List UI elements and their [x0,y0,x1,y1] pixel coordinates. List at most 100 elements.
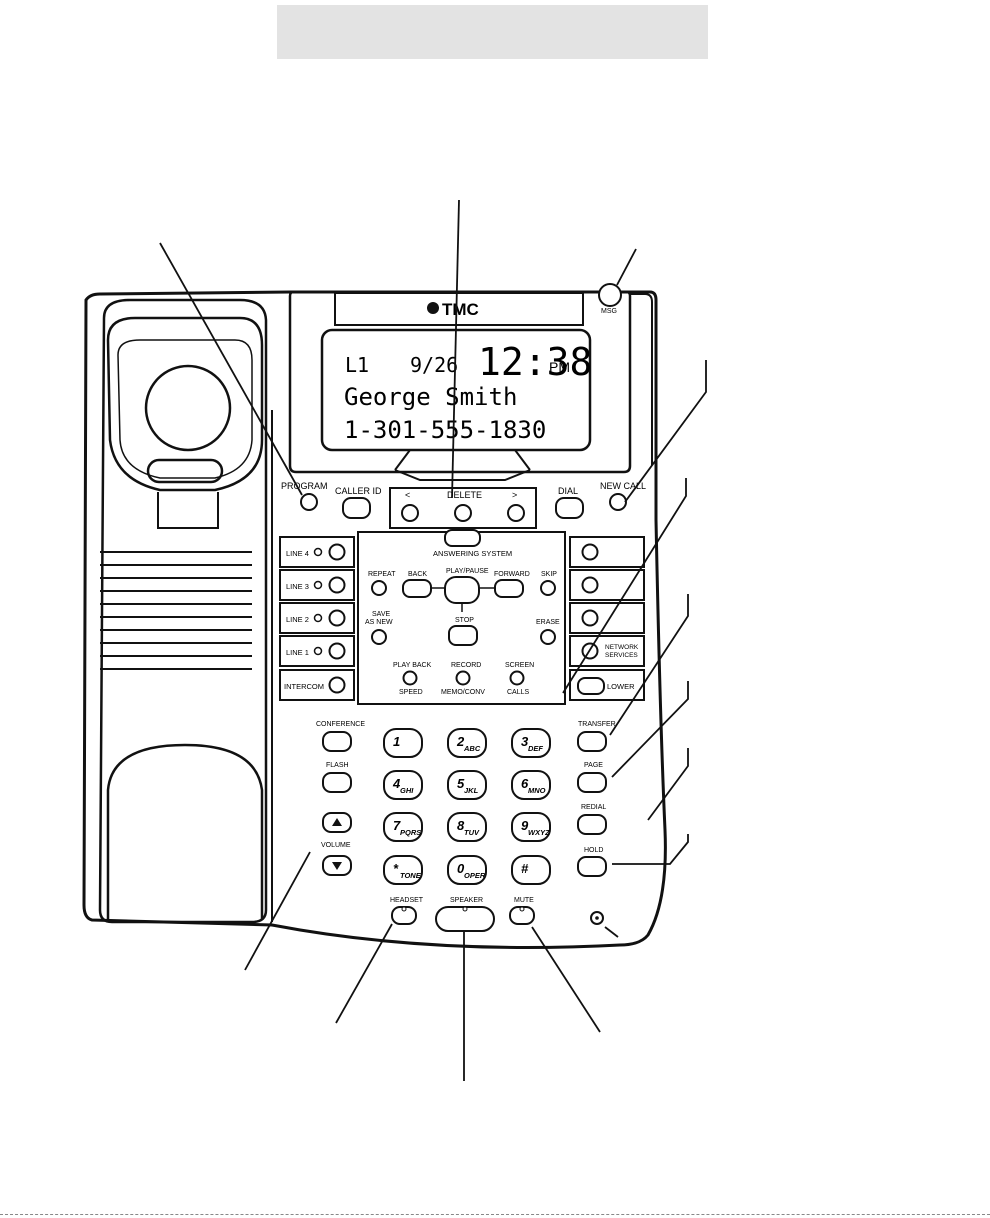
keypad-digit: # [521,861,529,876]
hold-label: HOLD [584,847,603,854]
page-label: PAGE [584,762,603,769]
stop-button[interactable] [448,625,478,646]
earpiece-slot [146,458,224,484]
phone-base-outline [82,290,667,949]
earpiece-speaker [144,364,232,452]
screen-calls-label-bottom: CALLS [507,689,530,696]
screen-calls-label-top: SCREEN [505,662,534,669]
playback-speed-button[interactable] [402,670,418,686]
intercom-button[interactable] [328,676,346,694]
caller-id-label: CALLER ID [335,486,382,496]
keypad-key-button[interactable] [447,770,487,800]
keypad-key-button[interactable] [447,812,487,842]
feature-key-3-button[interactable] [581,609,599,627]
conference-button[interactable] [322,731,352,752]
line-2-label: LINE 2 [286,615,309,624]
keypad-key-button[interactable] [383,770,423,800]
mute-led-icon [519,906,525,912]
lcd-date: 9/26 [410,353,458,377]
flash-button[interactable] [322,772,352,793]
lcd-caller-name: George Smith [344,383,517,411]
intercom-label: INTERCOM [284,682,324,691]
keypad-digit: 6 [521,776,529,791]
keypad-key-button[interactable] [511,855,551,885]
new-call-label: NEW CALL [600,481,646,491]
feature-key-2-button[interactable] [581,576,599,594]
lcd-ampm: PM [549,359,570,375]
forward-button[interactable] [494,579,524,598]
keypad-letters: JKL [464,786,479,795]
tmc-logo-icon [427,302,439,314]
save-as-new-button[interactable] [371,629,387,645]
display-brand-strip [334,292,584,326]
delete-panel [389,487,537,529]
keypad-letters: TUV [464,828,480,837]
handset-earpiece [106,316,264,492]
line-3-button[interactable] [328,576,346,594]
transfer-button[interactable] [577,731,607,752]
lower-button[interactable] [577,677,605,695]
leader-lines [159,199,707,1081]
page-bottom-rule [0,1214,990,1215]
keypad-letters: GHI [400,786,414,795]
keypad-key-button[interactable] [383,728,423,758]
erase-label: ERASE [536,619,560,626]
page-button[interactable] [577,772,607,793]
line-1-button[interactable] [328,642,346,660]
handset-neck [157,492,219,529]
network-services-label-1: NETWORK [605,644,639,651]
line-4-button[interactable] [328,543,346,561]
delete-label: DELETE [447,490,482,500]
line-2-button[interactable] [328,609,346,627]
redial-button[interactable] [577,814,607,835]
screen-calls-button[interactable] [509,670,525,686]
caller-id-button[interactable] [342,497,371,519]
delete-button[interactable] [454,504,472,522]
back-button[interactable] [402,579,432,598]
forward-label: FORWARD [494,571,530,578]
line-4-label: LINE 4 [286,549,309,558]
save-as-new-label-2: AS NEW [365,619,393,626]
answering-system-button[interactable] [444,529,481,547]
dial-button[interactable] [555,497,584,519]
keypad-key-button[interactable] [447,855,487,885]
display-brand: TMC [442,300,479,319]
line-led-icons [313,547,323,656]
keypad-digit: 8 [457,818,465,833]
flash-label: FLASH [326,762,349,769]
keypad-key-button[interactable] [511,812,551,842]
speaker-label: SPEAKER [450,897,483,904]
keypad-digit: 5 [457,776,465,791]
feature-key-1-button[interactable] [581,543,599,561]
volume-label: VOLUME [321,842,351,849]
new-call-button[interactable] [609,493,627,511]
keypad-letters: ABC [463,744,481,753]
redial-label: REDIAL [581,804,606,811]
lower-label: LOWER [607,682,635,691]
delete-prev-button[interactable] [401,504,419,522]
keypad-letters: WXYZ [528,828,550,837]
play-pause-button[interactable] [444,576,480,604]
msg-label: MSG [601,308,617,315]
erase-button[interactable] [540,629,556,645]
keypad-letters: PQRS [400,828,421,837]
hold-button[interactable] [577,856,607,877]
repeat-label: REPEAT [368,571,396,578]
keypad-key-button[interactable] [383,812,423,842]
keypad-digit: * [393,861,399,876]
repeat-button[interactable] [371,580,387,596]
delete-next-button[interactable] [507,504,525,522]
line-keys-panel [279,536,355,701]
keypad-digit: 7 [393,818,401,833]
keypad-key-button[interactable] [511,728,551,758]
record-button[interactable] [455,670,471,686]
keypad-key-button[interactable] [511,770,551,800]
program-button[interactable] [300,493,318,511]
skip-button[interactable] [540,580,556,596]
keypad-digit: 2 [456,734,465,749]
keypad-key-button[interactable] [447,728,487,758]
keypad-key-button[interactable] [383,855,423,885]
display-side-right [630,293,653,465]
msg-indicator-icon [598,283,622,307]
delete-prev-label: < [405,490,410,500]
